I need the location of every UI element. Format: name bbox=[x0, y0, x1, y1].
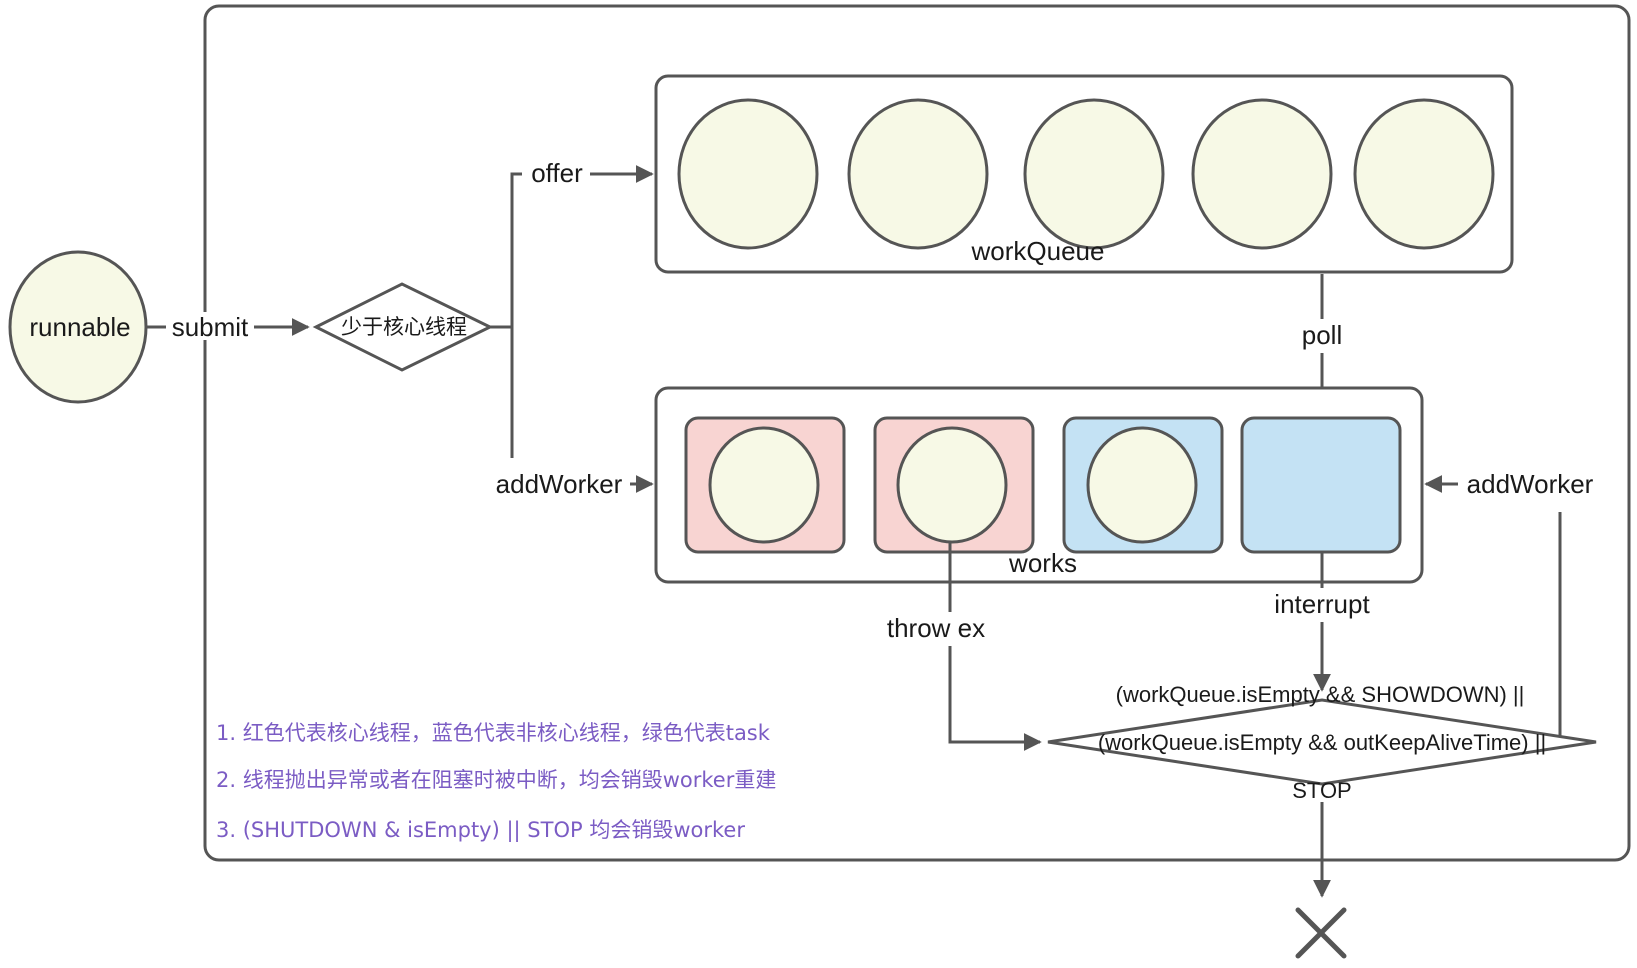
stop-condition-line-3: STOP bbox=[1292, 778, 1352, 803]
works bbox=[654, 386, 1424, 584]
queued-task bbox=[847, 98, 989, 250]
legend-note-2: 2. 线程抛出异常或者在阻塞时被中断，均会销毁worker重建 bbox=[216, 768, 776, 792]
add-worker-label-right: addWorker bbox=[1467, 469, 1594, 499]
interrupt-label: interrupt bbox=[1274, 589, 1370, 619]
stop-condition-line-2: (workQueue.isEmpty && outKeepAliveTime) … bbox=[1098, 730, 1546, 755]
submit-label: submit bbox=[172, 312, 249, 342]
offer-label: offer bbox=[531, 158, 583, 188]
queued-task bbox=[1353, 98, 1495, 250]
offer-edge bbox=[510, 165, 654, 327]
poll-label: poll bbox=[1302, 320, 1342, 350]
runnable-label: runnable bbox=[29, 312, 130, 342]
running-task bbox=[708, 426, 820, 544]
queued-task bbox=[677, 98, 819, 250]
idle-non-core-worker bbox=[1240, 416, 1402, 554]
works-label: works bbox=[1008, 548, 1077, 578]
queued-task bbox=[1191, 98, 1333, 250]
throw-ex-label: throw ex bbox=[887, 613, 985, 643]
running-task bbox=[1086, 426, 1198, 544]
stop-condition-line-1: (workQueue.isEmpty && SHOWDOWN) || bbox=[1116, 682, 1525, 707]
stop-condition-decision bbox=[1047, 698, 1597, 786]
add-worker-label-left: addWorker bbox=[496, 469, 623, 499]
legend-note-3: 3. (SHUTDOWN & isEmpty) || STOP 均会销毁work… bbox=[216, 818, 745, 843]
running-task bbox=[896, 426, 1008, 544]
legend-note-1: 1. 红色代表核心线程，蓝色代表非核心线程，绿色代表task bbox=[216, 721, 771, 745]
throw-ex-edge bbox=[948, 542, 1042, 751]
x-mark-icon bbox=[1295, 907, 1347, 959]
queued-task bbox=[1023, 98, 1165, 250]
work-queue-label: workQueue bbox=[971, 236, 1105, 266]
core-thread-decision-label: 少于核心线程 bbox=[341, 315, 467, 339]
